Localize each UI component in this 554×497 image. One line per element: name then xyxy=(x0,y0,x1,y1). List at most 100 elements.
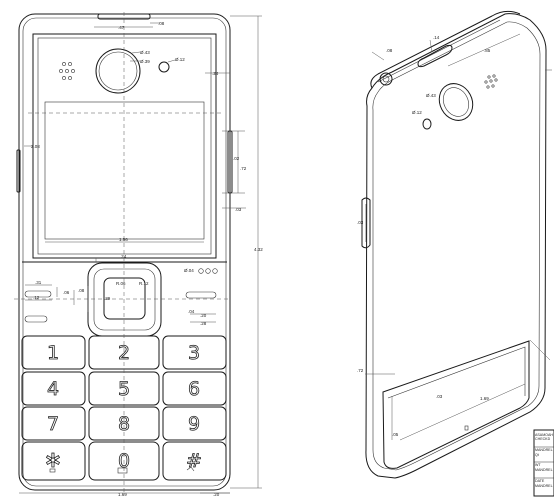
iso-dim-line-1 xyxy=(371,51,385,61)
title-block-line-5: WT xyxy=(535,463,541,467)
led-1 xyxy=(198,268,204,274)
key-label: 5 xyxy=(118,378,130,400)
dim-nav-h1: .12 xyxy=(33,295,40,300)
title-block-line-8: MANDREL xyxy=(535,484,553,488)
dim-top-right: .24 xyxy=(212,71,219,76)
iso-body-outline xyxy=(365,13,547,479)
title-block-line-6: MANDREL xyxy=(535,468,553,472)
phone-body-inner-outline xyxy=(22,17,227,487)
title-block-line-3: MANDREL xyxy=(535,448,553,452)
key-label: 7 xyxy=(47,413,59,435)
dim-soft-right-2: .20 xyxy=(200,313,207,318)
dim-soft-right-3: .28 xyxy=(200,321,207,326)
front-dimension-lines xyxy=(14,12,262,495)
iso-dim-side: .03 xyxy=(357,220,364,225)
key-label: 4 xyxy=(47,378,59,400)
iso-cover-latch xyxy=(464,425,469,431)
iso-dim-bottom-c: 1.69 xyxy=(480,396,489,401)
key-label: 8 xyxy=(118,413,130,435)
key-hash-sub-icon xyxy=(186,466,195,472)
dim-nav-top: .24 xyxy=(120,254,127,259)
key-label: # xyxy=(186,450,202,472)
flash-led xyxy=(158,61,170,73)
key-label: 2 xyxy=(118,342,130,364)
soft-key-right xyxy=(185,291,217,299)
key-zero-sub-icon xyxy=(117,467,128,474)
speaker-holes xyxy=(59,62,75,80)
iso-flash xyxy=(422,118,432,130)
iso-dim-top-a: .08 xyxy=(386,48,393,53)
key-star-sub-icon xyxy=(49,468,56,473)
led-3 xyxy=(212,268,218,274)
key-label: 9 xyxy=(188,413,200,435)
iso-top-button-inner xyxy=(382,75,390,83)
key-label: ✲ xyxy=(45,450,61,472)
iso-dim-side-b: .72 xyxy=(357,368,364,373)
iso-top-edge-line xyxy=(377,19,501,83)
iso-dim-line-2 xyxy=(429,39,433,53)
led-2 xyxy=(205,268,211,274)
front-dimension-texts: .47 .08 Ø.43 Ø.39 Ø.12 .24 2.08 .02 .72 … xyxy=(31,21,263,497)
iso-battery-cover xyxy=(382,340,530,469)
dim-overall-width: 1.69 xyxy=(118,492,127,497)
iso-top-button xyxy=(379,72,393,86)
iso-speaker-holes xyxy=(484,74,498,89)
iso-earpiece-slot xyxy=(417,44,453,68)
iso-side-key xyxy=(361,197,371,249)
dim-nav-v2: .08 xyxy=(78,288,85,293)
dim-right-margin: .20 xyxy=(213,492,220,497)
iso-dim-line-3 xyxy=(447,33,521,67)
iso-top-edge xyxy=(370,10,521,89)
dim-side-key-1: .02 xyxy=(233,156,240,161)
iso-dim-flash: Ø.12 xyxy=(412,110,422,115)
call-key-left xyxy=(24,315,48,323)
key-label: 6 xyxy=(188,378,200,400)
soft-key-left xyxy=(24,290,52,298)
title-block-line-1: ASAMOAH xyxy=(535,433,553,437)
camera-lens-outer xyxy=(95,48,141,94)
nav-key-outer xyxy=(87,262,162,337)
side-key-left xyxy=(16,149,21,193)
title-block: ASAMOAH CHECKD MANDREL Qt WT MANDREL DAT… xyxy=(533,429,554,497)
iso-battery-cover-inner xyxy=(387,346,526,399)
dim-nav-inner: .39 xyxy=(104,296,111,301)
dim-camera-outer: Ø.43 xyxy=(140,50,150,55)
dim-overall-height: 4.32 xyxy=(254,247,263,252)
iso-camera-outer xyxy=(438,83,474,121)
iso-dim-line-5 xyxy=(399,383,526,441)
dim-nav-radius-2: R.12 xyxy=(139,281,149,286)
iso-body-inner xyxy=(372,21,541,471)
title-block-frame xyxy=(533,429,554,497)
screen-bezel xyxy=(37,37,212,255)
iso-dim-bottom-b: .05 xyxy=(392,432,399,437)
key-label: 1 xyxy=(47,342,59,364)
key-label: 3 xyxy=(188,342,200,364)
dim-nav-v1: .06 xyxy=(63,290,70,295)
dim-nav-left: .31 xyxy=(35,280,42,285)
dim-earpiece-width: .47 xyxy=(118,25,125,30)
dim-display-width: 1.56 xyxy=(119,237,128,242)
dim-led: Ø.04 xyxy=(184,268,194,273)
nav-key-center xyxy=(103,277,146,320)
iso-dim-top-b: .14 xyxy=(433,35,440,40)
dim-flash: Ø.12 xyxy=(175,57,185,62)
dim-display-height: 2.08 xyxy=(31,144,40,149)
dim-soft-right-1: .04 xyxy=(188,309,195,314)
title-block-line-7: DATE xyxy=(535,479,545,483)
iso-dim-top-c: .85 xyxy=(484,48,491,53)
dim-camera-inner: Ø.39 xyxy=(140,59,150,64)
dim-side-key-3: .03 xyxy=(235,207,242,212)
camera-lens-inner xyxy=(98,51,138,91)
screen-frame xyxy=(32,33,217,259)
iso-dim-line-7 xyxy=(529,339,551,361)
title-block-line-4: Qt xyxy=(535,453,539,457)
display-area xyxy=(44,101,205,240)
dim-earpiece-offset: .08 xyxy=(158,21,165,26)
iso-dim-bottom-a: .03 xyxy=(436,394,443,399)
iso-camera-inner xyxy=(442,87,470,117)
nav-key-ring xyxy=(93,268,156,331)
dim-nav-radius: R.06 xyxy=(116,281,126,286)
